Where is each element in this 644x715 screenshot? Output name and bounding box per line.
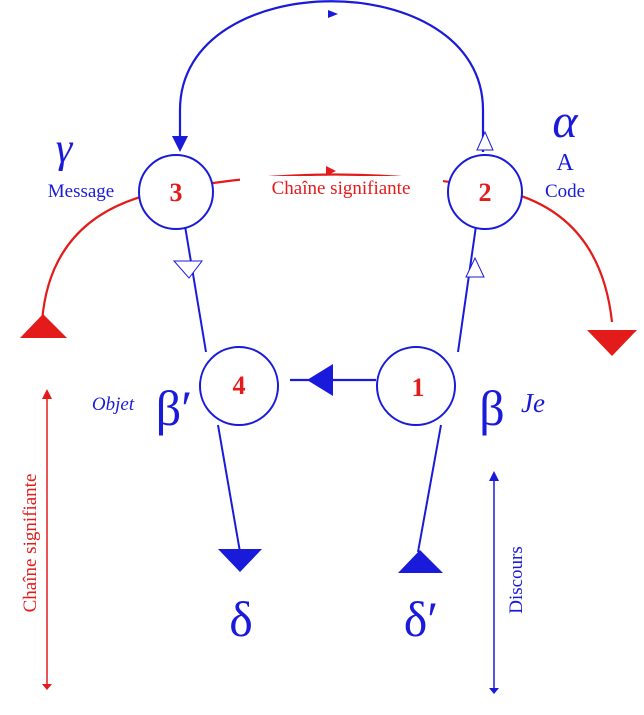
node-4-label: 4 xyxy=(233,371,246,400)
node-2: 2 xyxy=(447,154,523,230)
chain-label-bg xyxy=(240,176,443,200)
arrow-1-to-4 xyxy=(307,364,333,396)
chain-top-label: Chaîne signifiante xyxy=(272,178,411,199)
top-loop-mid-marker xyxy=(328,10,338,18)
a-label: A xyxy=(556,150,574,176)
line-4-to-delta xyxy=(217,424,241,553)
open-arrow-top-loop xyxy=(476,130,494,151)
beta-prime-symbol: β′ xyxy=(156,380,192,436)
alpha-symbol: α xyxy=(552,95,578,148)
discours-label: Discours xyxy=(506,546,527,614)
discours-axis-tail xyxy=(489,688,499,694)
beta-symbol: β xyxy=(479,380,504,436)
left-chain-axis-tail xyxy=(42,684,52,690)
node-1-label: 1 xyxy=(412,373,425,402)
delta-symbol: δ xyxy=(229,591,253,647)
node-1: 1 xyxy=(376,346,456,426)
open-arrow-1-2 xyxy=(465,256,485,278)
node-3-label: 3 xyxy=(170,178,183,207)
top-loop-arc xyxy=(178,0,485,152)
code-label: Code xyxy=(545,181,585,202)
signifying-chain-arc xyxy=(40,173,614,323)
arrow-delta-prime xyxy=(398,550,443,573)
top-loop-arrowhead xyxy=(172,136,188,152)
delta-prime-symbol: δ′ xyxy=(404,591,439,647)
left-chain-axis-arrowhead xyxy=(42,389,52,399)
gamma-symbol: γ xyxy=(56,126,74,172)
node-2-label: 2 xyxy=(479,178,492,207)
chain-right-arrowhead xyxy=(587,330,637,356)
line-deltaprime-to-1 xyxy=(417,424,442,553)
chain-mid-marker xyxy=(326,166,336,176)
open-arrow-3-4 xyxy=(172,260,204,279)
message-label: Message xyxy=(48,181,114,202)
arrow-to-delta xyxy=(218,549,262,572)
objet-label: Objet xyxy=(92,394,135,415)
line-1-to-2 xyxy=(457,225,477,353)
chain-left-label: Chaîne signifiante xyxy=(20,474,41,613)
node-3: 3 xyxy=(138,154,214,230)
je-label: Je xyxy=(521,388,545,418)
chain-left-arrowhead xyxy=(20,314,67,338)
discours-axis-arrowhead xyxy=(489,471,499,481)
node-4: 4 xyxy=(199,346,279,426)
line-3-to-4 xyxy=(184,225,207,353)
